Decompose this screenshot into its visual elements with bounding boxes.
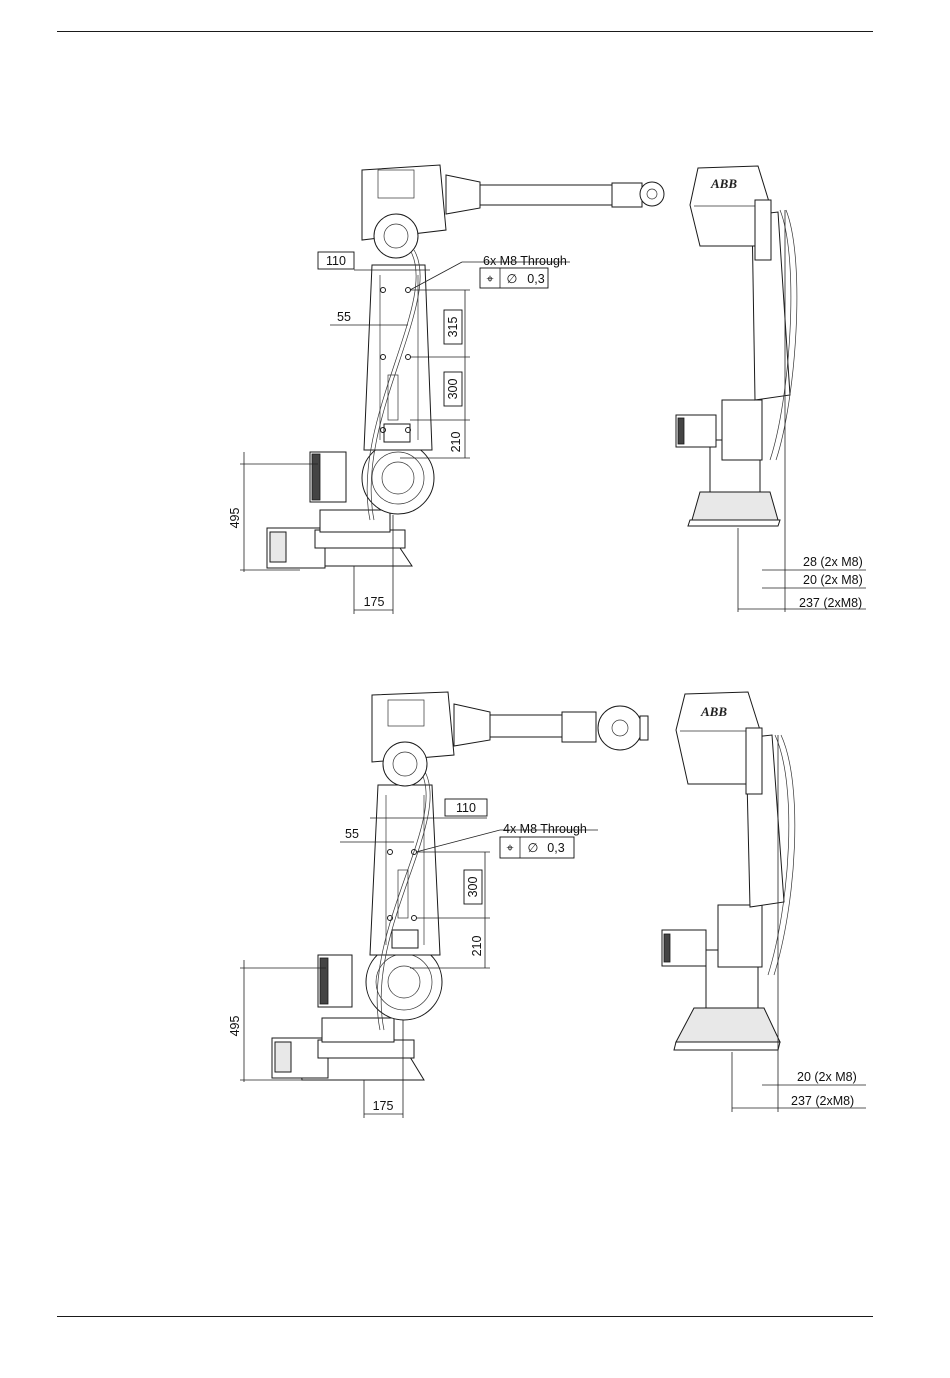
wrist xyxy=(562,712,596,742)
arm-clamp xyxy=(392,930,418,948)
dim-20-label: 20 (2x M8) xyxy=(797,1070,857,1084)
tolerance-value: 0,3 xyxy=(547,841,564,855)
dim-28-label: 28 (2x M8) xyxy=(803,555,863,569)
position-tolerance-icon: ⌖ xyxy=(506,841,514,855)
bottom-side-view: ABB 20 (2x M8) 237 (2xM8) xyxy=(662,692,866,1112)
diameter-icon: ∅ xyxy=(528,841,539,855)
dim-495-label: 495 xyxy=(228,1016,242,1037)
dim-300-label: 300 xyxy=(466,877,480,898)
axis2-motor-fins xyxy=(312,454,320,500)
abb-logo: ABB xyxy=(700,704,727,719)
dim-495-label: 495 xyxy=(228,508,242,529)
side-base xyxy=(676,1008,780,1042)
forearm-tube xyxy=(490,715,562,737)
diameter-icon: ∅ xyxy=(507,272,518,286)
dim-210-label: 210 xyxy=(470,936,484,957)
forearm-base xyxy=(446,175,480,214)
side-joint-housing xyxy=(722,400,762,460)
upper-joint xyxy=(374,214,418,258)
lower-joint xyxy=(362,442,434,514)
dim-237-label: 237 (2xM8) xyxy=(791,1094,854,1108)
bottom-front-view: 110 55 300 210 495 175 4x M8 Through ⌖ ∅… xyxy=(228,692,648,1118)
top-front-view: 110 55 315 300 210 495 175 6x M8 Through… xyxy=(228,165,664,614)
tool-flange xyxy=(640,182,664,206)
axis2-motor-fins xyxy=(320,958,328,1004)
callout-label: 6x M8 Through xyxy=(483,254,567,268)
top-side-view: ABB 28 (2x M8) 20 (2x M8) 237 (2xM8) xyxy=(676,166,866,612)
dim-110-label: 110 xyxy=(326,254,346,268)
position-tolerance-icon: ⌖ xyxy=(486,272,494,286)
dim-210-label: 210 xyxy=(449,432,463,453)
dim-110-label: 110 xyxy=(456,801,476,815)
side-base-plate xyxy=(688,520,780,526)
side-joint-housing xyxy=(718,905,762,967)
upper-joint xyxy=(383,742,427,786)
tool-plate xyxy=(640,716,648,740)
turret-body xyxy=(320,510,390,532)
side-head-bracket xyxy=(746,728,762,794)
side-base-plate xyxy=(674,1042,780,1050)
turret-body xyxy=(322,1018,394,1042)
dim-315-label: 315 xyxy=(446,317,460,338)
forearm-tube xyxy=(480,185,612,205)
side-motor-fins xyxy=(678,418,684,444)
base-turret xyxy=(315,530,405,548)
wrist xyxy=(612,183,642,207)
dim-55-label: 55 xyxy=(337,310,351,324)
forearm-base xyxy=(454,704,490,746)
base-motor-cover xyxy=(275,1042,291,1072)
dim-55-label: 55 xyxy=(345,827,359,841)
base-motor-cover xyxy=(270,532,286,562)
base-turret xyxy=(318,1040,414,1058)
dim-175-label: 175 xyxy=(364,595,385,609)
dim-20-label: 20 (2x M8) xyxy=(803,573,863,587)
arm-clamp xyxy=(384,424,410,442)
tolerance-value: 0,3 xyxy=(527,272,544,286)
side-head-bracket xyxy=(755,200,771,260)
dim-237-label: 237 (2xM8) xyxy=(799,596,862,610)
callout-label: 4x M8 Through xyxy=(503,822,587,836)
abb-logo: ABB xyxy=(710,176,737,191)
lower-arm xyxy=(364,265,432,450)
side-motor-fins xyxy=(664,934,670,962)
dim-300-label: 300 xyxy=(446,379,460,400)
tool-flange xyxy=(598,706,642,750)
side-base xyxy=(692,492,778,520)
dim-175-label: 175 xyxy=(373,1099,394,1113)
